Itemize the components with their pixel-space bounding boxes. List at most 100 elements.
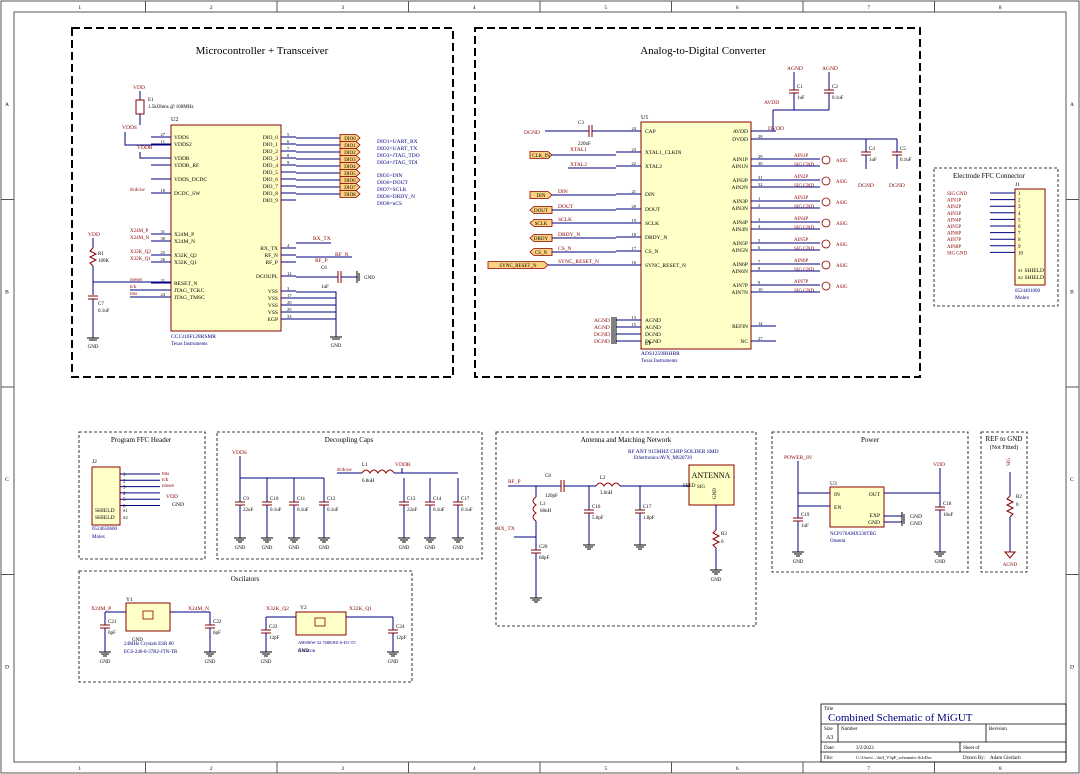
asig-marker-3 — [821, 218, 831, 228]
col-mark-top-6: 6 — [736, 5, 739, 11]
j1-pin-num-3: 4 — [1018, 212, 1021, 217]
antenna-body — [688, 464, 735, 506]
c23-value: 12pF — [269, 636, 280, 641]
c5-ref: C5 — [900, 147, 906, 152]
u2-pin-num: 12 — [287, 271, 292, 276]
decoup-vddr-net: VDDR — [395, 462, 411, 468]
u2-pin-dio_3: DIO_3 — [263, 156, 279, 162]
asig-label-6: ASIG — [836, 285, 848, 290]
u1-pin-num: 29 — [758, 154, 763, 159]
u2-pin-num: 31 — [161, 229, 166, 234]
u1-pin-agnd: AGND — [645, 318, 661, 324]
u1-pin-sclk: SCLK — [645, 221, 659, 227]
l3-value: 68nH — [540, 509, 552, 514]
u2-pin-x32k_q1: X32K_Q1 — [174, 260, 197, 266]
j1-pin-num-6: 7 — [1018, 232, 1021, 237]
j1-maker: Molex — [1015, 295, 1030, 301]
u1-pin-num: 10 — [758, 287, 763, 292]
title-label: Title — [824, 707, 834, 712]
asig-marker-4 — [821, 239, 831, 249]
reset-network: VDD R1 100K C7 0.1uF GND — [87, 232, 171, 350]
osc-x24m-n: X24M_N — [188, 606, 209, 612]
u2-pin-dio_7: DIO_7 — [263, 184, 279, 190]
c18-ref: C18 — [943, 502, 952, 507]
c20-ref: C20 — [539, 545, 548, 550]
j2-pin-num-4: 5 — [123, 498, 126, 503]
j1-net-2: AIN2P — [947, 205, 961, 210]
c4-ref: C4 — [869, 147, 875, 152]
j1-pin-num-5: 6 — [1018, 225, 1021, 230]
u1-part: ADS1259IRHBR — [641, 351, 680, 357]
u2-pin-egp: EGP — [268, 317, 278, 323]
y2-body — [295, 611, 347, 636]
asig-marker-0 — [821, 155, 831, 165]
j2-maker: Molex — [92, 535, 106, 540]
col-mark-bottom-6: 6 — [736, 766, 739, 772]
rf-p-net-label: RF_P — [315, 258, 328, 264]
row-mark-left-D: D — [5, 664, 9, 670]
dio-flag-2 — [339, 148, 361, 156]
u1-pin-cs_n: CS_N — [645, 249, 658, 255]
u1-pin-ain5n: AIN5N — [732, 248, 749, 254]
dio-flag-4 — [339, 162, 361, 170]
u1-pin-ain2p: AIN2P — [732, 178, 748, 184]
decoup-c-3-ref: C12 — [327, 497, 336, 502]
rx-tx-net-label: RX_TX — [313, 236, 331, 242]
r1-label: R1 — [98, 252, 104, 257]
j2-net-nreset: nreset — [162, 484, 175, 489]
u1-pin-dgnd: DGND — [645, 339, 661, 345]
r3-ref: R3 — [721, 532, 727, 537]
dio-notes: DIO1=UART_RXDIO2=UART_TXDIO3=JTAG_TDODIO… — [377, 139, 420, 207]
y1-desc2: ECS-240-8-37B2-JTN-TR — [124, 650, 178, 655]
c19-gnd: GND — [793, 560, 804, 565]
c19-ref: C19 — [801, 513, 810, 518]
decoup-c-4-value: 22uF — [407, 508, 418, 513]
l1-value: 6.8uH — [362, 479, 375, 484]
osc-gnd-0: GND — [100, 660, 111, 665]
u1-net-4: CS_N — [558, 246, 571, 252]
y2-desc2: Abracon — [298, 649, 316, 654]
u2-pin-vss: VSS — [268, 303, 278, 309]
u1-pin-num: 32 — [758, 182, 763, 187]
u3-exp-gnd: GND — [910, 514, 922, 520]
u1-pin-dvdd: DVDD — [732, 137, 748, 143]
antenna-part-title: RF ANT 915MHZ CHIP SOLDER SMD — [628, 449, 719, 455]
decoup-vdds-net: VDDS — [232, 450, 247, 456]
u1-pin-num: 18 — [632, 232, 637, 237]
c3-label: C3 — [578, 121, 584, 126]
u1-pin-ain6n: AIN6N — [732, 269, 749, 275]
number-label: Number — [841, 727, 858, 732]
u2-right-pins: DIO_05DIO_16DIO_27DIO_38DIO_49DIO_5DIO_6… — [256, 132, 336, 323]
u1-pin-ain6p: AIN6P — [732, 262, 748, 268]
power-block-border — [771, 431, 969, 573]
u2-body — [170, 124, 282, 332]
u1-pin-sync_reset_n: SYNC_RESET_N — [645, 263, 686, 269]
y2-gnd: GND — [298, 649, 309, 654]
c23-ref: C23 — [269, 625, 278, 630]
vdd-net-label: VDD — [133, 85, 145, 91]
dio-flag-7-label: DIO7 — [344, 186, 356, 191]
j1-net-0: SIG GND — [947, 192, 968, 197]
decoupling-caps: VDDSdcdcswVDDRL16.8uHC922uFGNDC100.1uFGN… — [232, 450, 473, 551]
u2-pin-num: 8 — [287, 153, 290, 158]
u3-pin-exp: EXP — [870, 513, 880, 519]
decoup-gnd-4: GND — [399, 546, 410, 551]
dio-note-0: DIO1=UART_RX — [377, 139, 418, 145]
vddr-net-label: VDDR — [137, 145, 153, 151]
u2-pin-vss: VSS — [268, 296, 278, 302]
dio-flag-3 — [339, 155, 361, 163]
dio-note-2: DIO3=JTAG_TDO — [377, 153, 420, 159]
x24m-p-net: X24M_P — [130, 229, 149, 234]
u2-pin-num: 25 — [161, 250, 166, 255]
r2-component: SIG R2 0 AGND — [1003, 458, 1023, 568]
j1-net-3: AIN3P — [947, 212, 961, 217]
j1-pin-num-0: 1 — [1018, 192, 1021, 197]
u1-pin-ain5p: AIN5P — [732, 241, 748, 247]
ant-rxtx-net: RX_TX — [497, 526, 515, 532]
c3-value: 220nF — [578, 142, 591, 147]
c1-ref: C1 — [797, 85, 803, 90]
